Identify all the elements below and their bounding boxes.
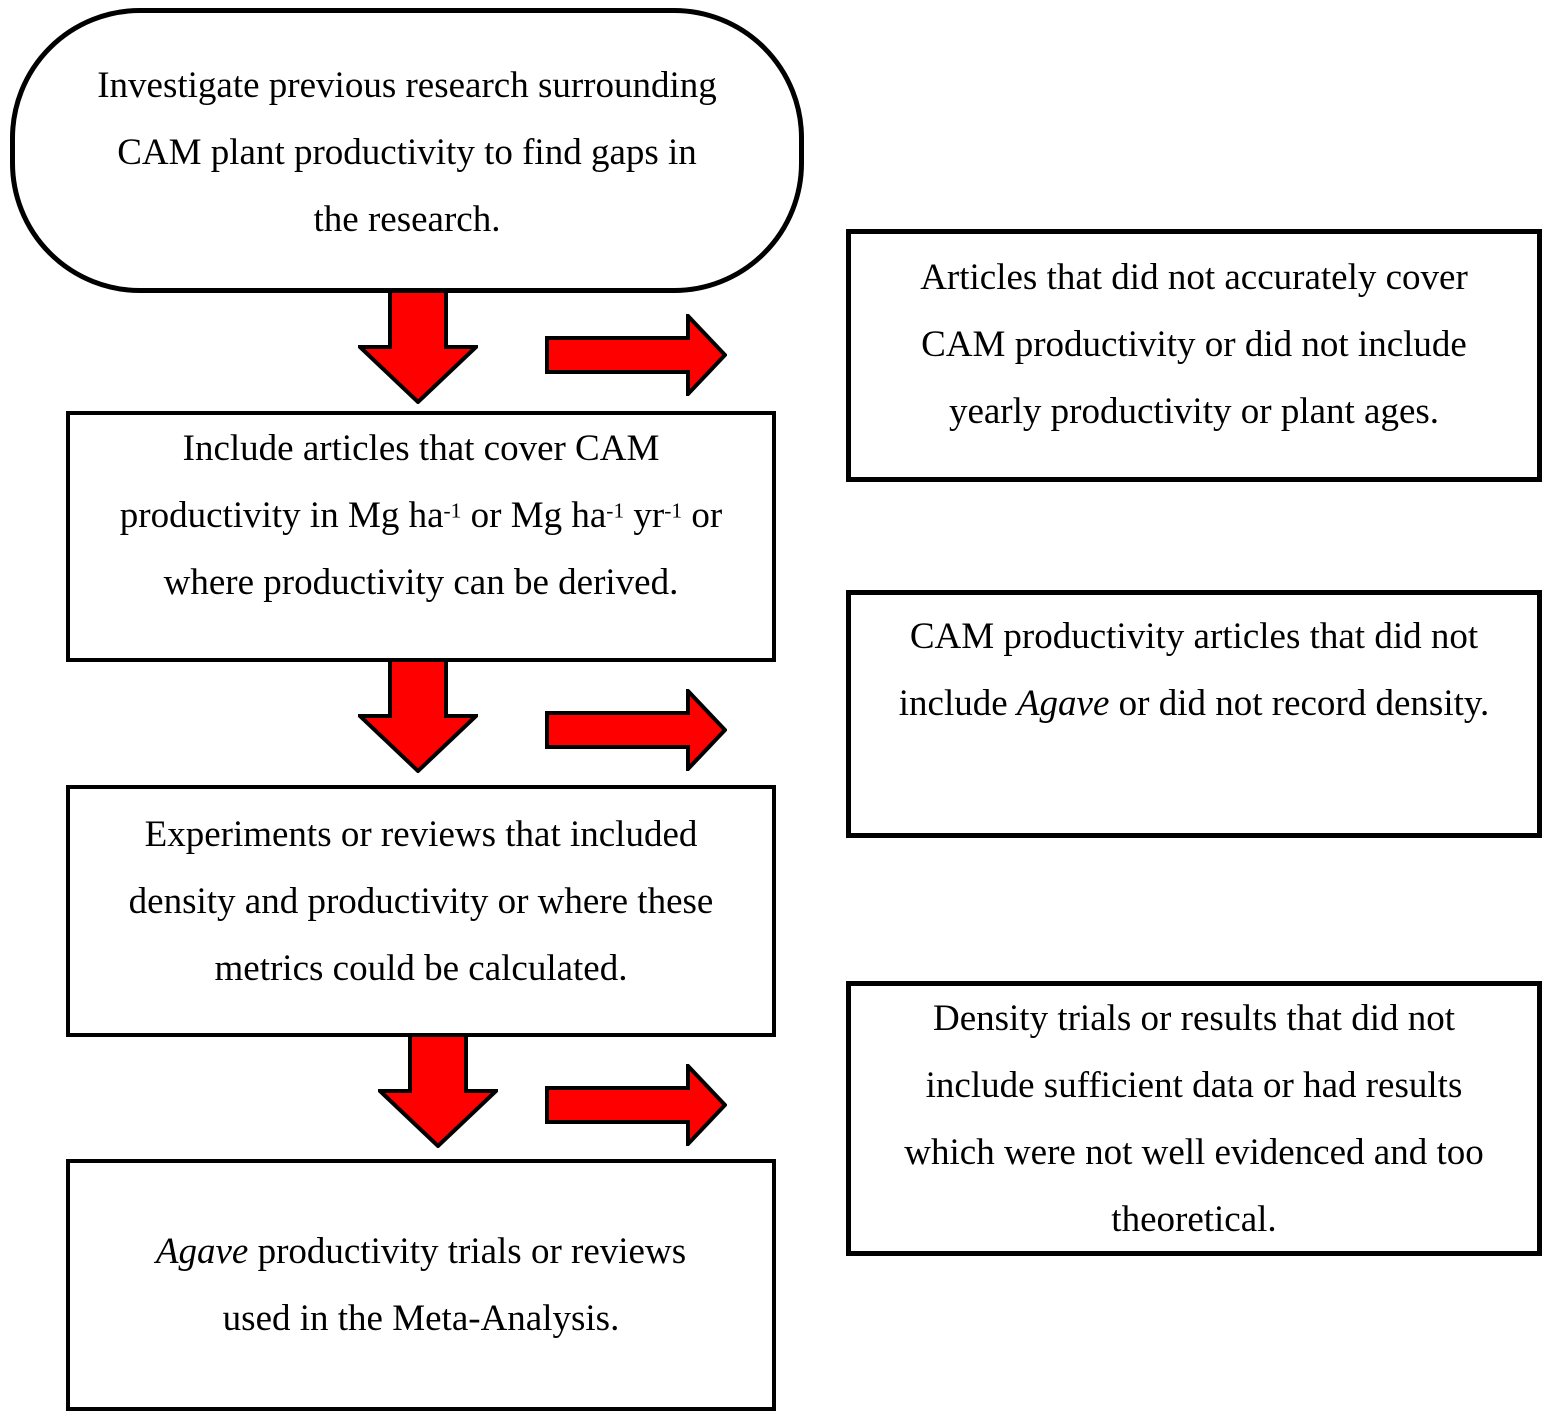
exclusion-2-line-2-post: or did not record density. — [1109, 683, 1490, 724]
exclusion-3-line-4: theoretical. — [1111, 1198, 1277, 1240]
final-line-1-italic: Agave — [155, 1231, 249, 1272]
final-line-1-rest: productivity trials or reviews — [248, 1231, 687, 1272]
exclude-right-arrow-3-shape — [545, 1064, 727, 1146]
include-line-2-text-4: or — [682, 495, 723, 536]
down-arrow-2-shape — [358, 659, 478, 773]
include-line-2-sup-1: -1 — [443, 498, 462, 523]
exclusion-2-line-2: include Agave or did not record density. — [851, 670, 1537, 737]
include-line-2-text-2: or Mg ha — [461, 495, 607, 536]
exclude-right-arrow-1 — [545, 314, 727, 396]
experiments-line-1: Experiments or reviews that included — [144, 814, 698, 855]
exclusion-3-line-3: which were not well evidenced and too — [904, 1131, 1484, 1173]
final-line-2: used in the Meta-Analysis. — [222, 1298, 620, 1339]
experiments-line-3: metrics could be calculated. — [214, 948, 628, 989]
exclusion-3-line-1: Density trials or results that did not — [932, 997, 1456, 1039]
include-line-2-text-1: productivity in Mg ha — [119, 495, 444, 536]
start-line-3: the research. — [313, 199, 501, 240]
exclusion-box-2: CAM productivity articles that did not i… — [846, 590, 1542, 838]
include-line-2-text-3: yr — [624, 495, 665, 536]
include-line-2: productivity in Mg ha-1 or Mg ha-1 yr-1 … — [70, 482, 772, 549]
exclude-right-arrow-2-shape — [545, 689, 727, 771]
exclusion-2-line-2-pre: include — [898, 683, 1017, 724]
start-line-2: CAM plant productivity to find gaps in — [117, 132, 697, 173]
exclusion-1-line-2: CAM productivity or did not include — [921, 324, 1467, 365]
include-line-3: where productivity can be derived. — [163, 562, 679, 603]
exclusion-box-1: Articles that did not accurately cover C… — [846, 229, 1542, 482]
include-line-2-sup-2: -1 — [606, 498, 625, 523]
down-arrow-1 — [358, 290, 478, 404]
down-arrow-3 — [378, 1034, 498, 1148]
exclusion-2-line-1: CAM productivity articles that did not — [909, 616, 1479, 657]
start-line-1: Investigate previous research surroundin… — [97, 65, 717, 106]
include-line-2-sup-3: -1 — [664, 498, 683, 523]
down-arrow-1-shape — [358, 290, 478, 404]
exclude-right-arrow-2 — [545, 689, 727, 771]
final-meta-analysis-box: Agave productivity trials or reviews use… — [66, 1159, 776, 1411]
down-arrow-3-shape — [378, 1034, 498, 1148]
start-terminator: Investigate previous research surroundin… — [10, 8, 804, 293]
exclude-right-arrow-3 — [545, 1064, 727, 1146]
include-line-1: Include articles that cover CAM — [182, 428, 660, 469]
exclusion-1-line-3: yearly productivity or plant ages. — [948, 391, 1440, 432]
exclusion-box-3: Density trials or results that did not i… — [846, 981, 1542, 1256]
exclusion-2-line-2-italic: Agave — [1016, 683, 1110, 724]
exclude-right-arrow-1-shape — [545, 314, 727, 396]
experiments-line-2: density and productivity or where these — [128, 881, 714, 922]
exclusion-1-line-1: Articles that did not accurately cover — [920, 257, 1468, 298]
experiments-box: Experiments or reviews that included den… — [66, 785, 776, 1037]
final-line-1: Agave productivity trials or reviews — [70, 1218, 772, 1285]
down-arrow-2 — [358, 659, 478, 773]
include-criteria-box: Include articles that cover CAM producti… — [66, 411, 776, 662]
exclusion-3-line-2: include sufficient data or had results — [925, 1064, 1463, 1106]
